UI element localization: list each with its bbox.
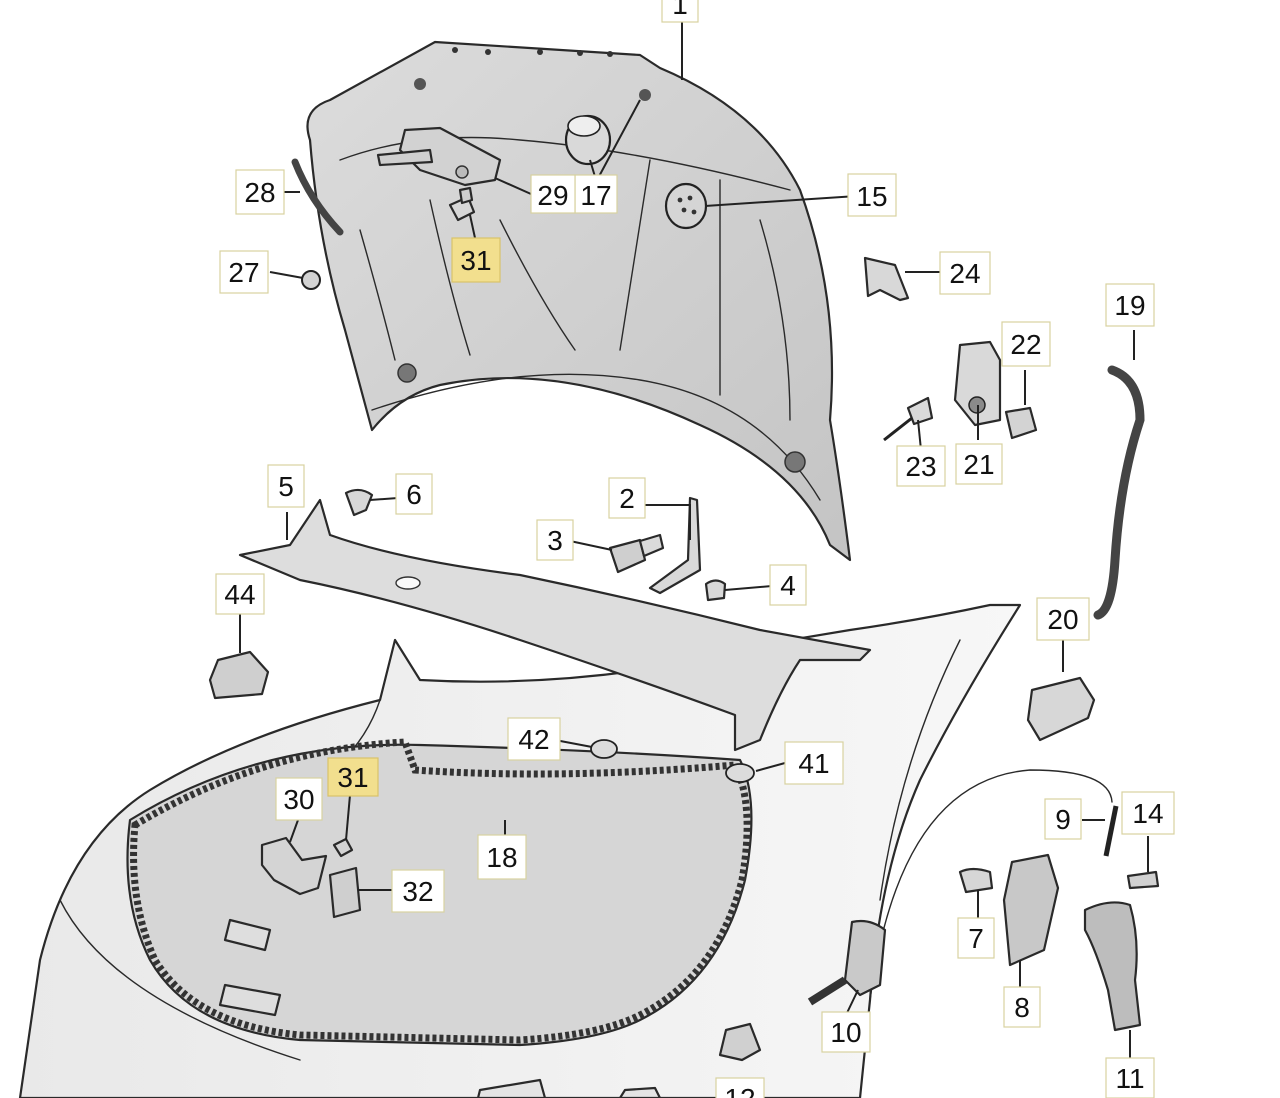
callout-23-text: 23 (905, 451, 936, 482)
callout-10: 10 (821, 1011, 871, 1053)
callout-12-text: 12 (724, 1083, 755, 1098)
callout-15: 15 (847, 173, 897, 217)
rubber-pad-22 (1004, 406, 1038, 440)
callout-labels: 1 2 3 4 5 6 7 8 9 10 11 12 14 15 17 18 1… (215, 0, 1175, 1098)
grommet-10 (807, 919, 887, 1006)
callout-6: 6 (395, 473, 433, 515)
bolt-31-upper (448, 186, 476, 222)
callout-8: 8 (1003, 986, 1041, 1028)
callout-42-text: 42 (518, 724, 549, 755)
callout-3-text: 3 (547, 525, 563, 556)
clip-6 (344, 488, 374, 517)
latch-bracket (376, 126, 502, 187)
plug-41 (725, 763, 755, 783)
seal-gasket (130, 738, 751, 1044)
callout-20: 20 (1036, 597, 1090, 641)
bolt-23 (883, 396, 934, 442)
callout-41-text: 41 (798, 748, 829, 779)
callout-11-text: 11 (1115, 1063, 1144, 1094)
callout-19: 19 (1105, 283, 1155, 327)
callout-18-text: 18 (486, 842, 517, 873)
callout-4: 4 (769, 564, 807, 606)
callout-7: 7 (957, 917, 995, 959)
hood-cable-19 (1093, 365, 1145, 620)
nut-27 (301, 270, 321, 290)
callout-28: 28 (235, 169, 285, 215)
release-cable-run (869, 769, 1113, 1001)
callout-14: 14 (1121, 791, 1175, 835)
callout-4-text: 4 (780, 570, 796, 601)
callout-24: 24 (939, 251, 991, 295)
callout-7-text: 7 (968, 923, 984, 954)
callout-2: 2 (608, 477, 646, 519)
cable-holder-20 (1026, 676, 1096, 742)
callout-31-upper-text: 31 (460, 245, 491, 276)
callout-28-text: 28 (244, 177, 275, 208)
callout-5: 5 (267, 464, 305, 508)
latch-8 (1002, 853, 1060, 967)
callout-17-text: 17 (580, 180, 611, 211)
callout-44: 44 (215, 573, 265, 615)
callout-27-text: 27 (228, 257, 259, 288)
cowl-panel-5 (238, 498, 872, 752)
callout-31-lower-text: 31 (337, 762, 368, 793)
callout-9-text: 9 (1055, 804, 1071, 835)
callout-18: 18 (477, 834, 527, 880)
callout-17: 17 (574, 174, 618, 214)
support-bracket-2 (648, 496, 702, 595)
plug-42 (590, 739, 618, 759)
callout-29-text: 29 (537, 180, 568, 211)
rubber-buffer-17 (564, 114, 612, 166)
grommet-4 (704, 579, 727, 602)
callout-21: 21 (955, 443, 1003, 485)
pad-32 (328, 866, 362, 919)
callout-30: 30 (275, 777, 323, 821)
pin-9 (1103, 805, 1119, 857)
bolt-3 (608, 533, 665, 574)
clip-24 (863, 256, 910, 302)
callout-9: 9 (1044, 798, 1082, 840)
grommet-15 (664, 182, 708, 230)
clip-12 (718, 1022, 762, 1062)
callout-15-text: 15 (856, 181, 887, 212)
hinge-bracket-30 (260, 836, 328, 896)
callout-29: 29 (530, 174, 576, 214)
callout-24-text: 24 (949, 258, 980, 289)
callout-22: 22 (1001, 321, 1051, 367)
callout-20-text: 20 (1047, 604, 1078, 635)
clip-7 (958, 867, 994, 894)
lever-11 (1083, 901, 1142, 1032)
prop-rod-28 (291, 158, 344, 236)
callout-31-lower: 31 (327, 757, 379, 797)
callout-31-upper: 31 (451, 237, 501, 283)
callout-32: 32 (391, 869, 445, 913)
striker-plate-21 (953, 340, 1002, 427)
bolt-14 (1126, 870, 1160, 890)
leader-lines (239, 20, 1149, 1060)
callout-27: 27 (219, 250, 269, 294)
callout-12: 12 (715, 1077, 765, 1098)
callout-1: 1 (661, 0, 699, 23)
callout-11: 11 (1105, 1057, 1155, 1098)
callout-44-text: 44 (224, 579, 255, 610)
bolt-31-lower (332, 837, 354, 858)
callout-10-text: 10 (830, 1017, 861, 1048)
callout-23: 23 (896, 445, 946, 487)
callout-42: 42 (507, 717, 561, 761)
callout-21-text: 21 (963, 449, 994, 480)
callout-19-text: 19 (1114, 290, 1145, 321)
callout-32-text: 32 (402, 876, 433, 907)
callout-6-text: 6 (406, 479, 422, 510)
callout-14-text: 14 (1132, 798, 1163, 829)
callout-22-text: 22 (1010, 329, 1041, 360)
callout-1-text: 1 (672, 0, 688, 20)
callout-2-text: 2 (619, 483, 635, 514)
callout-41: 41 (784, 741, 844, 785)
callout-5-text: 5 (278, 471, 294, 502)
callout-3: 3 (536, 519, 574, 561)
callout-8-text: 8 (1014, 992, 1030, 1023)
buffer-44 (208, 650, 270, 700)
callout-30-text: 30 (283, 784, 314, 815)
